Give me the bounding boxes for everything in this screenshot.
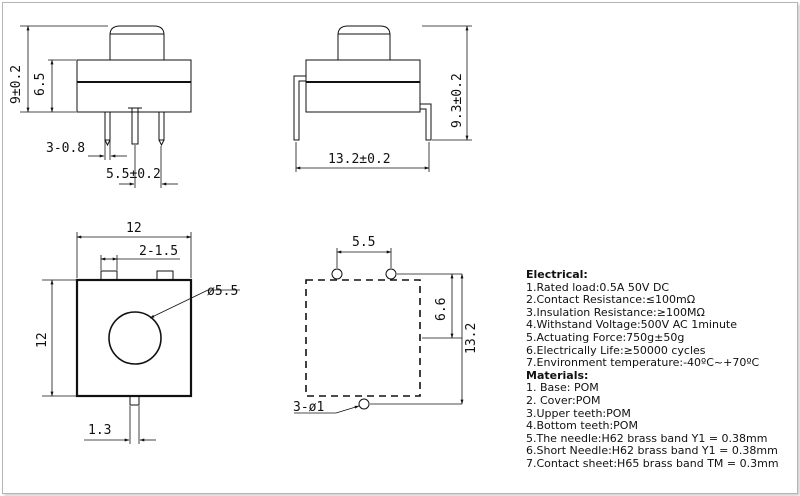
electrical-heading: Electrical: bbox=[526, 268, 588, 281]
material-item: 1. Base: POM bbox=[526, 381, 599, 395]
dim-top-height: 12 bbox=[35, 332, 50, 348]
dim-button-diameter: ø5.5 bbox=[207, 284, 238, 299]
material-item: 5.The needle:H62 brass band Y1 = 0.38mm bbox=[526, 431, 768, 445]
dim-pcb-pitch: 5.5 bbox=[352, 235, 375, 250]
electrical-item: 4.Withstand Voltage:500V AC 1minute bbox=[526, 318, 737, 332]
electrical-item: 5.Actuating Force:750g±50g bbox=[526, 330, 685, 344]
dim-top-teeth: 2-1.5 bbox=[139, 244, 178, 259]
dim-right-width: 13.2±0.2 bbox=[328, 152, 391, 167]
material-item: 4.Bottom teeth:POM bbox=[526, 419, 638, 433]
dim-side-height: 9±0.2 bbox=[9, 65, 24, 104]
side-view-right bbox=[293, 25, 472, 172]
spec-panel: Electrical: 1.Rated load:0.5A 50V DC 2.C… bbox=[526, 268, 796, 471]
dim-right-height: 9.3±0.2 bbox=[450, 73, 465, 128]
electrical-item: 1.Rated load:0.5A 50V DC bbox=[526, 280, 670, 294]
dim-pin-pitch: 5.5±0.2 bbox=[106, 167, 161, 182]
materials-heading: Materials: bbox=[526, 368, 589, 382]
dim-pcb-half: 6.6 bbox=[434, 298, 449, 321]
electrical-item: 6.Electrically Life:≥50000 cycles bbox=[526, 343, 706, 357]
dim-top-width: 12 bbox=[126, 221, 142, 236]
electrical-item: 2.Contact Resistance:≤100mΩ bbox=[526, 293, 696, 307]
electrical-item: 3.Insulation Resistance:≥100MΩ bbox=[526, 305, 705, 319]
pcb-layout bbox=[294, 248, 464, 414]
material-item: 3.Upper teeth:POM bbox=[526, 406, 631, 420]
dim-bottom-tab: 1.3 bbox=[88, 423, 111, 438]
material-item: 6.Short Needle:H62 brass band Y1 = 0.38m… bbox=[526, 444, 778, 458]
dim-pcb-height: 13.2 bbox=[464, 323, 479, 354]
top-view bbox=[42, 232, 240, 444]
dim-pcb-holes: 3-ø1 bbox=[293, 400, 324, 415]
material-item: 7.Contact sheet:H65 brass band TM = 0.3m… bbox=[526, 456, 779, 470]
electrical-item: 7.Environment temperature:-40ºC~+70ºC bbox=[526, 356, 760, 370]
dim-pin-width: 3-0.8 bbox=[46, 141, 85, 156]
side-view-left bbox=[20, 25, 192, 188]
material-item: 2. Cover:POM bbox=[526, 393, 601, 407]
dim-side-body: 6.5 bbox=[33, 73, 48, 96]
